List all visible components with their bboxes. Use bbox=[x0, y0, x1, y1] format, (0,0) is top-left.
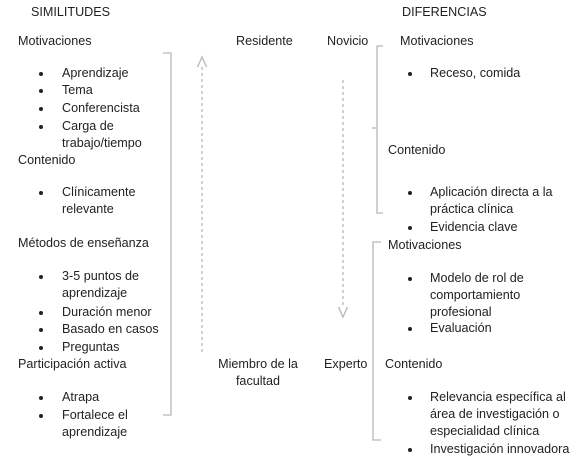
sim-metodos-heading: Métodos de enseñanza bbox=[18, 236, 149, 250]
bullet-dot bbox=[408, 448, 412, 452]
novicio-contenido-item: Evidencia clave bbox=[430, 220, 518, 234]
bullet-dot bbox=[39, 346, 43, 350]
sim-motivaciones-heading: Motivaciones bbox=[18, 34, 92, 48]
sim-motivaciones-item: Aprendizaje bbox=[62, 66, 129, 80]
bullet-dot bbox=[39, 414, 43, 418]
sim-contenido-item: Clínicamente relevante bbox=[62, 185, 136, 216]
experto-motivaciones-item: Evaluación bbox=[430, 321, 492, 335]
bullet-dot bbox=[408, 226, 412, 230]
sim-metodos-item: Duración menor bbox=[62, 305, 152, 319]
bullet-dot bbox=[39, 125, 43, 129]
bullet-dot bbox=[408, 327, 412, 331]
miembro-facultad-label: Miembro de la facultad bbox=[218, 357, 298, 388]
down-arrow-head bbox=[337, 306, 349, 319]
experto-bracket bbox=[372, 241, 381, 441]
bullet-dot bbox=[39, 191, 43, 195]
bullet-dot bbox=[408, 396, 412, 400]
bullet-dot bbox=[408, 277, 412, 281]
sim-metodos-item: Preguntas bbox=[62, 340, 120, 354]
similitudes-header: SIMILITUDES bbox=[31, 5, 111, 19]
bullet-dot bbox=[39, 72, 43, 76]
similitudes-bracket bbox=[163, 52, 172, 416]
bullet-dot bbox=[408, 72, 412, 76]
sim-metodos-item: Basado en casos bbox=[62, 322, 159, 336]
bullet-dot bbox=[39, 275, 43, 279]
novicio-label: Novicio bbox=[327, 34, 369, 48]
novicio-motivaciones-heading: Motivaciones bbox=[400, 34, 474, 48]
bullet-dot bbox=[39, 311, 43, 315]
experto-contenido-heading: Contenido bbox=[385, 357, 443, 371]
experto-motivaciones-item: Modelo de rol de comportamiento profesio… bbox=[430, 271, 524, 319]
bullet-dot bbox=[408, 191, 412, 195]
sim-participacion-item: Atrapa bbox=[62, 390, 100, 404]
bullet-dot bbox=[39, 89, 43, 93]
sim-contenido-heading: Contenido bbox=[18, 153, 76, 167]
bullet-dot bbox=[39, 107, 43, 111]
sim-participacion-heading: Participación activa bbox=[18, 357, 127, 371]
experto-contenido-item: Relevancia específica al área de investi… bbox=[430, 390, 566, 438]
novicio-motivaciones-item: Receso, comida bbox=[430, 66, 521, 80]
novicio-contenido-heading: Contenido bbox=[388, 143, 446, 157]
bullet-dot bbox=[39, 396, 43, 400]
experto-motivaciones-heading: Motivaciones bbox=[388, 238, 462, 252]
residente-label: Residente bbox=[236, 34, 293, 48]
sim-motivaciones-item: Tema bbox=[62, 83, 93, 97]
sim-motivaciones-item: Carga de trabajo/tiempo bbox=[62, 119, 142, 150]
up-arrow-head bbox=[196, 55, 208, 68]
novicio-contenido-item: Aplicación directa a la práctica clínica bbox=[430, 185, 553, 216]
diferencias-header: DIFERENCIAS bbox=[402, 5, 487, 19]
sim-participacion-item: Fortalece el aprendizaje bbox=[62, 408, 128, 439]
sim-metodos-item: 3-5 puntos de aprendizaje bbox=[62, 269, 140, 300]
experto-label: Experto bbox=[324, 357, 368, 371]
bullet-dot bbox=[39, 328, 43, 332]
experto-contenido-item: Investigación innovadora bbox=[430, 442, 570, 456]
sim-motivaciones-item: Conferencista bbox=[62, 101, 140, 115]
novicio-bracket bbox=[376, 45, 383, 214]
